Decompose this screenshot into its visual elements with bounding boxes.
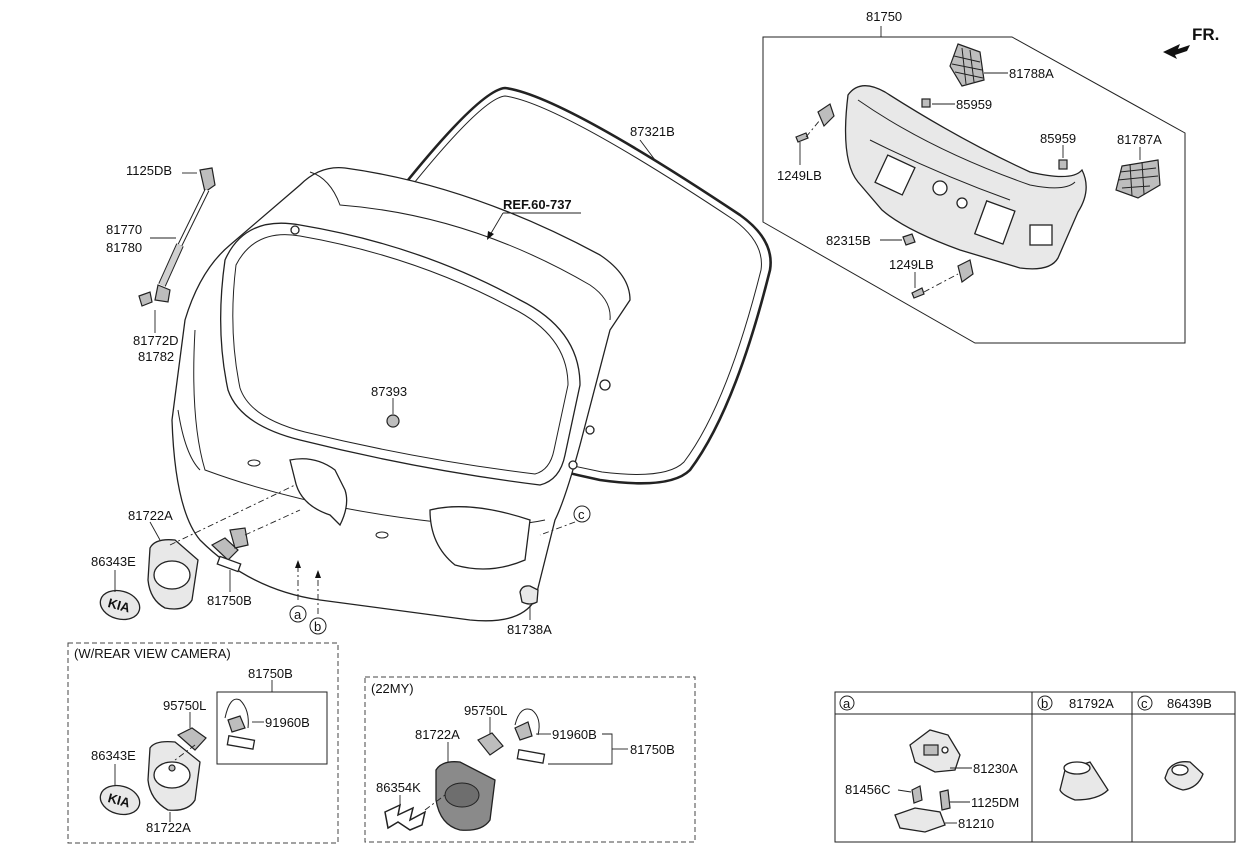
my22-variant-title: (22MY)	[371, 681, 414, 696]
part-81770-gas-strut: 1125DB 81770 81780 81772D 81782	[106, 163, 216, 364]
part-1249LB-top: 1249LB	[777, 103, 835, 183]
part-85959-mid: 85959	[1040, 131, 1076, 170]
tailgate-trim-panel	[844, 85, 1087, 270]
table-label-1125DM: 1125DM	[971, 795, 1019, 810]
my22-label-81750B: 81750B	[630, 742, 675, 757]
label-87393: 87393	[371, 384, 407, 399]
emblem-logo: KIA	[106, 595, 132, 615]
camera-variant-title: (W/REAR VIEW CAMERA)	[74, 646, 231, 661]
label-1125DB: 1125DB	[126, 163, 172, 178]
label-81788A: 81788A	[1009, 66, 1054, 81]
label-81770: 81770	[106, 222, 142, 237]
table-letter-b: b	[1041, 696, 1048, 711]
ref-label: REF.60-737	[503, 197, 572, 212]
label-81780: 81780	[106, 240, 142, 255]
part-81722A-garnish: 81722A	[128, 484, 296, 610]
table-letter-a: a	[843, 696, 851, 711]
trim-panel-assembly: 81750 81788A 85959 85959	[762, 9, 1186, 344]
label-1249LB-bottom: 1249LB	[889, 257, 934, 272]
camera-label-81722A: 81722A	[146, 820, 191, 835]
label-81738A: 81738A	[507, 622, 552, 637]
trim-hole	[956, 197, 968, 209]
my22-label-86354K: 86354K	[376, 780, 421, 795]
ref-callout: REF.60-737	[487, 197, 581, 240]
table-label-81456C: 81456C	[845, 782, 891, 797]
table-marker-b	[1037, 695, 1053, 711]
part-81738A-bumper: 81738A	[507, 585, 552, 637]
camera-label-95750L: 95750L	[163, 698, 206, 713]
trim-pocket-side	[1029, 224, 1053, 246]
trim-pocket-left	[874, 154, 916, 196]
ref-marker-a	[289, 605, 307, 623]
label-85959-mid: 85959	[1040, 131, 1076, 146]
label-87321B: 87321B	[630, 124, 675, 139]
label-81750B: 81750B	[207, 593, 252, 608]
table-marker-c	[1137, 695, 1153, 711]
camera-variant-outline	[67, 642, 339, 844]
table-label-81230A: 81230A	[973, 761, 1018, 776]
tailgate-lamp-recess	[429, 506, 531, 570]
front-label: FR.	[1192, 25, 1219, 44]
ref-marker-b	[309, 617, 327, 635]
part-81788A: 81788A	[949, 43, 1054, 87]
trim-hole	[932, 180, 948, 196]
camera-label-86343E: 86343E	[91, 748, 136, 763]
my22-label-81722A: 81722A	[415, 727, 460, 742]
part-82315B: 82315B	[826, 233, 916, 248]
label-82315B: 82315B	[826, 233, 871, 248]
ref-marker-c	[573, 505, 591, 523]
part-87393-grommet	[386, 414, 400, 428]
tailgate-panel: 87393	[171, 166, 631, 622]
front-arrow-icon	[1163, 44, 1190, 59]
table-marker-a	[839, 695, 855, 711]
my22-label-95750L: 95750L	[464, 703, 507, 718]
camera-label-91960B: 91960B	[265, 715, 310, 730]
part-1249LB-bottom: 1249LB	[889, 257, 974, 299]
ref-letter-b: b	[314, 619, 321, 634]
label-81772D: 81772D	[133, 333, 179, 348]
part-86343E-emblem: KIA 86343E	[91, 554, 141, 621]
detail-table-outline	[834, 691, 1236, 843]
label-81722A: 81722A	[128, 508, 173, 523]
my22-variant-box: (22MY) 95750L 91960B 81750B 81722A 86354…	[364, 676, 696, 843]
tailgate-handle-recess	[289, 458, 348, 527]
label-85959-top: 85959	[956, 97, 992, 112]
my22-variant-outline	[364, 676, 696, 843]
table-label-81210: 81210	[958, 816, 994, 831]
ref-letter-c: c	[578, 507, 585, 522]
camera-label-81750B: 81750B	[248, 666, 293, 681]
ref-letter-a: a	[294, 607, 302, 622]
table-label-86439B: 86439B	[1167, 696, 1212, 711]
camera-emblem-logo: KIA	[106, 790, 132, 810]
trim-pocket-right	[973, 200, 1016, 245]
my22-label-91960B: 91960B	[552, 727, 597, 742]
label-81787A: 81787A	[1117, 132, 1162, 147]
detail-table: a b 81792A c 86439B 81230A 81456C 1125DM…	[834, 691, 1236, 843]
part-85959-top: 85959	[921, 97, 992, 112]
table-letter-c: c	[1141, 696, 1148, 711]
part-81787A: 81787A	[1115, 132, 1162, 199]
part-81750B-lamp: 81750B	[207, 509, 301, 608]
part-81210-actuator	[894, 807, 946, 833]
label-81750: 81750	[866, 9, 902, 24]
label-86343E: 86343E	[91, 554, 136, 569]
tailgate-window-opening	[220, 222, 581, 486]
rear-camera-variant-box: (W/REAR VIEW CAMERA) 81750B 91960B 95750…	[67, 642, 339, 844]
label-81782: 81782	[138, 349, 174, 364]
front-direction-indicator: FR.	[1163, 25, 1219, 59]
label-1249LB-top: 1249LB	[777, 168, 822, 183]
reference-markers: a b c	[289, 505, 591, 635]
table-label-81792A: 81792A	[1069, 696, 1114, 711]
trim-panel-outline	[762, 36, 1186, 344]
